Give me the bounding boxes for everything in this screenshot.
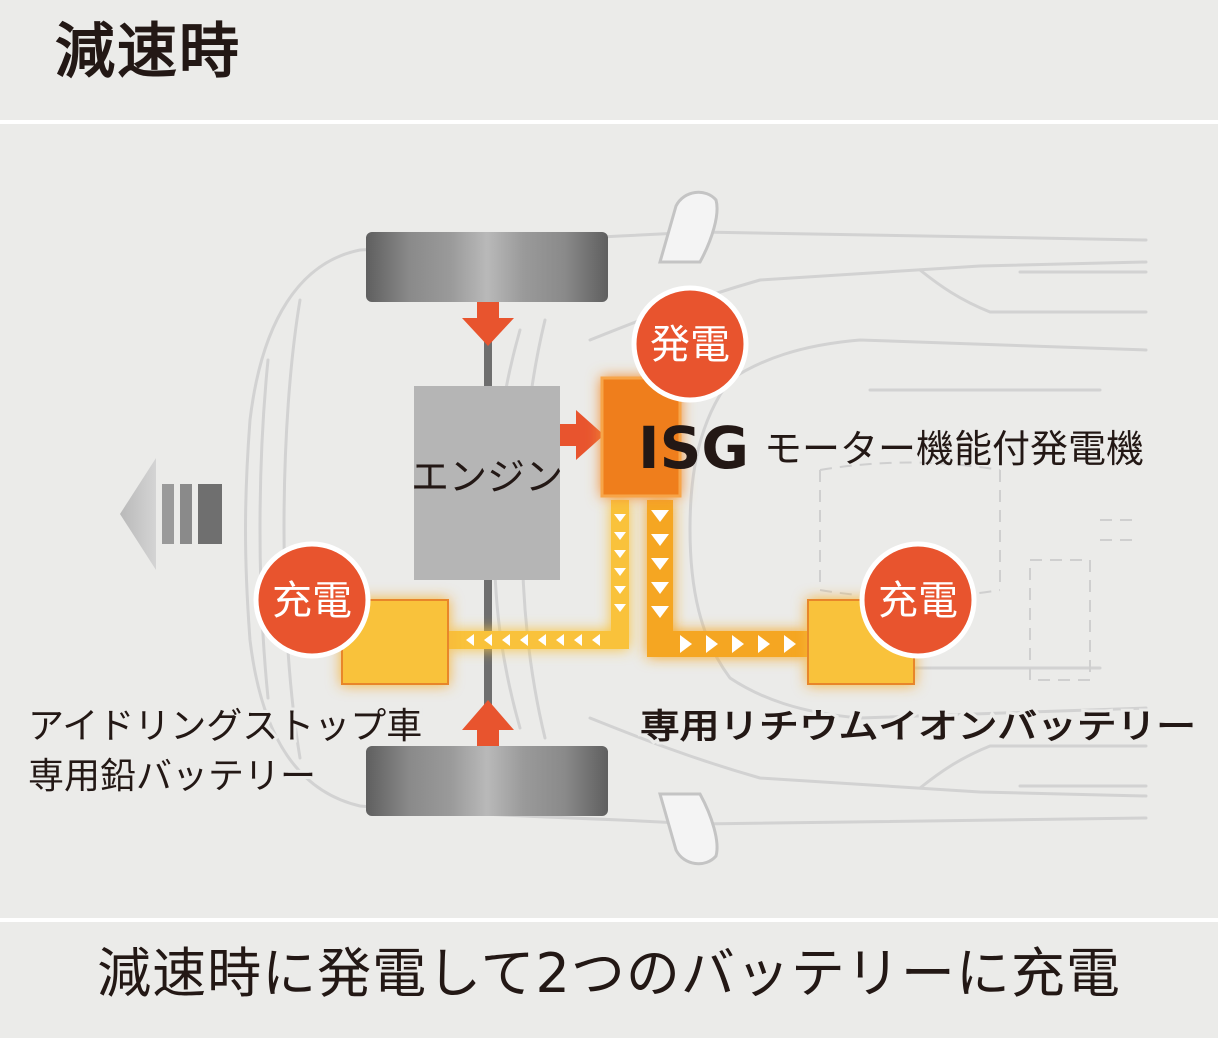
regeneration-diagram: エンジン <box>25 190 1199 866</box>
lead-battery-label-line2: 専用鉛バッテリー <box>28 756 316 797</box>
rear-tire-arrow <box>462 700 514 746</box>
flow-direction-markers-right <box>651 510 796 653</box>
rear-tire <box>366 746 608 816</box>
svg-text:充電: 充電 <box>272 578 352 624</box>
svg-text:発電: 発電 <box>650 322 730 368</box>
engine-label: エンジン <box>411 455 563 499</box>
caption: 減速時に発電して2つのバッテリーに充電 <box>97 942 1121 1005</box>
top-divider <box>0 120 1218 124</box>
engine-to-isg-arrow <box>560 410 604 460</box>
isg-label: ISG <box>638 414 749 482</box>
front-tire <box>366 232 608 302</box>
generate-badge: 発電 <box>631 285 749 403</box>
side-mirrors <box>658 190 719 866</box>
front-tire-arrow <box>462 302 514 346</box>
svg-text:充電: 充電 <box>878 578 958 624</box>
page-title: 減速時 <box>55 17 241 87</box>
charge-flow-right <box>647 500 808 657</box>
lithium-battery-label: 専用リチウムイオンバッテリー <box>640 707 1196 747</box>
flow-direction-markers-left <box>466 514 626 646</box>
charge-badge-left: 充電 <box>253 541 371 659</box>
lead-battery-label-line1: アイドリングストップ車 <box>28 706 422 747</box>
charge-badge-right: 充電 <box>859 541 977 659</box>
isg-description: モーター機能付発電機 <box>764 427 1144 471</box>
car-interior-lines <box>819 461 1140 681</box>
engine-block <box>414 386 560 580</box>
travel-direction-arrow <box>120 458 222 570</box>
bottom-divider <box>0 918 1218 922</box>
